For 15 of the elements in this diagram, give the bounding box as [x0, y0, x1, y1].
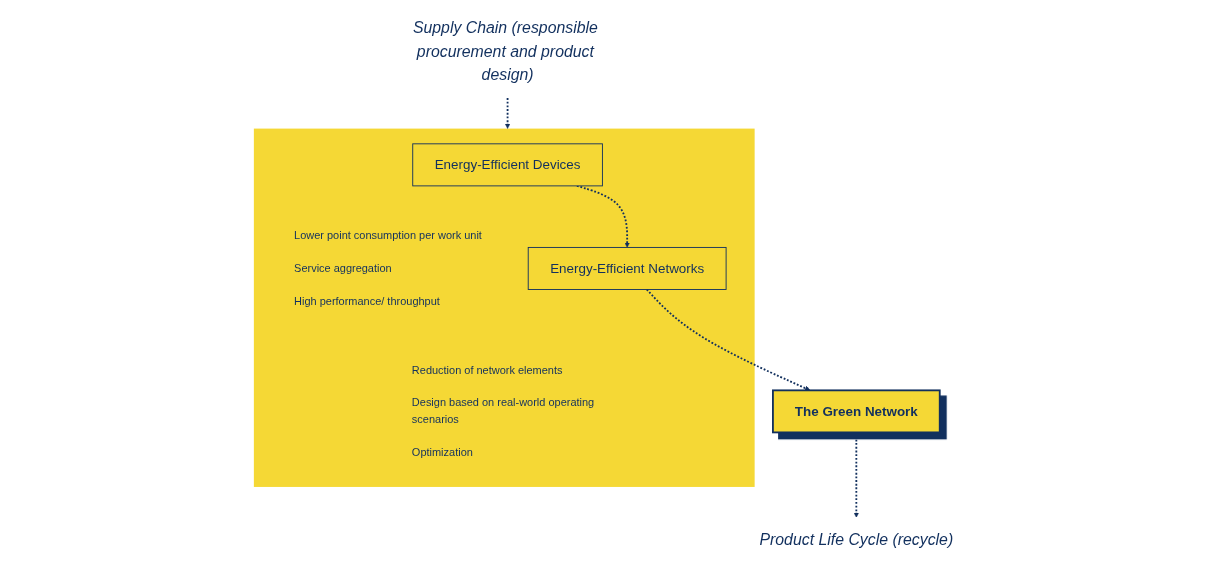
node-label: Service aggregation	[294, 262, 392, 275]
node-box	[527, 246, 727, 290]
node-label: High performance/ throughput	[294, 294, 440, 308]
node-text: Supply Chain (responsible procurement and product design)	[412, 18, 598, 85]
node-label: Lower point consumption per work unit	[294, 229, 482, 242]
arrow	[504, 97, 511, 129]
node-label: Optimization	[411, 446, 473, 459]
node-label: Reduction of network elements	[411, 363, 563, 377]
arrow	[645, 288, 811, 391]
arrow	[853, 431, 859, 518]
cluster	[253, 128, 755, 487]
node-label: Design based on real-world operating scenarios	[411, 396, 595, 426]
node-box	[772, 389, 941, 434]
node-text: Product Life Cycle (recycle)	[759, 530, 954, 550]
node-box	[412, 143, 603, 187]
